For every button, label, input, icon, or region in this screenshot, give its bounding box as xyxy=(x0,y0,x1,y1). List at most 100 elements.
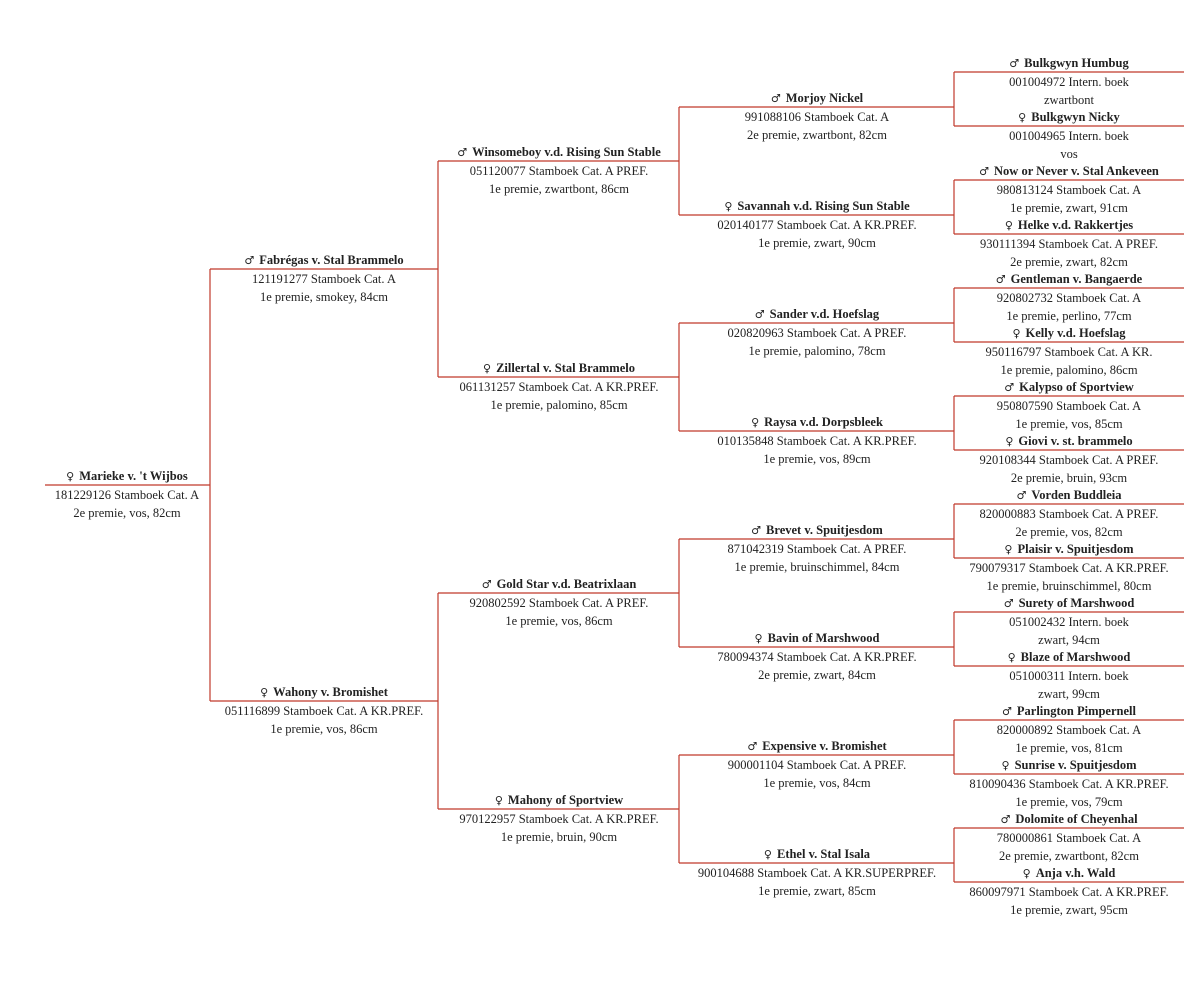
male-symbol-icon: ♂ xyxy=(481,578,492,591)
registration-number: 820000892 Stamboek Cat. A xyxy=(996,723,1142,737)
female-symbol-icon: ♀ xyxy=(1005,435,1014,448)
female-symbol-icon: ♀ xyxy=(763,848,772,861)
horse-details: 1e premie, palomino, 78cm xyxy=(748,344,886,358)
horse-name-line: ♀ Kelly v.d. Hoefslag xyxy=(919,324,1200,343)
registration-number: 051116899 Stamboek Cat. A KR.PREF. xyxy=(224,704,424,718)
female-symbol-icon: ♀ xyxy=(754,632,763,645)
horse-name: Bavin of Marshwood xyxy=(767,631,880,645)
horse-details: 1e premie, vos, 86cm xyxy=(270,722,378,736)
male-symbol-icon: ♂ xyxy=(979,165,990,178)
horse-name: Marieke v. 't Wijbos xyxy=(79,469,188,483)
horse-entry: ♀ Savannah v.d. Rising Sun Stable 02014017… xyxy=(667,197,967,252)
female-symbol-icon: ♀ xyxy=(1001,759,1010,772)
registration-number: 001004972 Intern. boek xyxy=(1009,75,1129,89)
male-symbol-icon: ♂ xyxy=(1003,597,1014,610)
horse-entry: ♂ Bulkgwyn Humbug 001004972 Intern. boek zw… xyxy=(919,54,1200,109)
horse-details: 2e premie, zwartbont, 82cm xyxy=(747,128,887,142)
horse-name-line: ♀ Sunrise v. Spuitjesdom xyxy=(919,756,1200,775)
horse-name-line: ♀Bulkgwyn Nicky xyxy=(919,108,1200,127)
horse-name-line: ♂Gold Star v.d. Beatrixlaan xyxy=(409,575,709,594)
horse-details: 1e premie, zwartbont, 86cm xyxy=(489,182,629,196)
horse-name-line: ♂ Bulkgwyn Humbug xyxy=(919,54,1200,73)
horse-name: Sunrise v. Spuitjesdom xyxy=(1014,758,1137,772)
horse-details: 2e premie, zwart, 82cm xyxy=(1010,255,1128,269)
male-symbol-icon: ♂ xyxy=(1000,813,1011,826)
male-symbol-icon: ♂ xyxy=(1009,57,1020,70)
horse-name-line: ♀Anja v.h. Wald xyxy=(919,864,1200,883)
female-symbol-icon: ♀ xyxy=(1004,543,1013,556)
horse-name-line: ♂Expensive v. Bromishet xyxy=(667,737,967,756)
registration-number: 051002432 Intern. boek xyxy=(1009,615,1129,629)
horse-name-line: ♀ Savannah v.d. Rising Sun Stable xyxy=(667,197,967,216)
registration-number: 121191277 Stamboek Cat. A xyxy=(252,272,396,286)
horse-name: Savannah v.d. Rising Sun Stable xyxy=(737,199,910,213)
horse-name: Ethel v. Stal Isala xyxy=(776,847,871,861)
horse-name: Blaze of Marshwood xyxy=(1020,650,1131,664)
horse-entry: ♂Vorden Buddleia 820000883 Stamboek Cat. … xyxy=(919,486,1200,541)
registration-number: 980813124 Stamboek Cat. A xyxy=(996,183,1142,197)
registration-number: 051000311 Intern. boek xyxy=(1009,669,1129,683)
horse-name: Giovi v. st. brammelo xyxy=(1018,434,1133,448)
registration-number: 820000883 Stamboek Cat. A PREF. xyxy=(979,507,1159,521)
horse-name-line: ♂Winsomeboy v.d. Rising Sun Stable xyxy=(409,143,709,162)
horse-name: Helke v.d. Rakkertjes xyxy=(1017,218,1134,232)
horse-name: Vorden Buddleia xyxy=(1031,488,1122,502)
horse-details: 1e premie, vos, 86cm xyxy=(505,614,613,628)
horse-name: Sander v.d. Hoefslag xyxy=(769,307,880,321)
horse-name: Morjoy Nickel xyxy=(785,91,864,105)
horse-name-line: ♂Surety of Marshwood xyxy=(919,594,1200,613)
male-symbol-icon: ♂ xyxy=(751,524,762,537)
horse-name-line: ♂Parlington Pimpernell xyxy=(919,702,1200,721)
horse-name: Anja v.h. Wald xyxy=(1035,866,1116,880)
horse-name-line: ♂Fabrégas v. Stal Brammelo xyxy=(174,251,474,270)
female-symbol-icon: ♀ xyxy=(1012,327,1021,340)
horse-details: 1e premie, perlino, 77cm xyxy=(1006,309,1132,323)
horse-name-line: ♂Brevet v. Spuitjesdom xyxy=(667,521,967,540)
male-symbol-icon: ♂ xyxy=(770,92,781,105)
horse-name-line: ♂ Morjoy Nickel xyxy=(667,89,967,108)
horse-details: 2e premie, zwart, 84cm xyxy=(758,668,876,682)
female-symbol-icon: ♀ xyxy=(494,794,503,807)
horse-details: 2e premie, bruin, 93cm xyxy=(1010,471,1128,485)
male-symbol-icon: ♂ xyxy=(1002,705,1012,718)
horse-details: 1e premie, vos, 89cm xyxy=(763,452,871,466)
horse-name-line: ♀Mahony of Sportview xyxy=(409,791,709,810)
registration-number: 020820963 Stamboek Cat. A PREF. xyxy=(727,326,907,340)
horse-name-line: ♀ Giovi v. st. brammelo xyxy=(919,432,1200,451)
horse-details: zwartbont xyxy=(1044,93,1094,107)
registration-number: 020140177 Stamboek Cat. A KR.PREF. xyxy=(717,218,917,232)
horse-name-line: ♂Vorden Buddleia xyxy=(919,486,1200,505)
horse-details: 1e premie, vos, 79cm xyxy=(1015,795,1123,809)
registration-number: 810090436 Stamboek Cat. A KR.PREF. xyxy=(969,777,1169,791)
horse-entry: ♀ Ethel v. Stal Isala 900104688 Stamboek C… xyxy=(667,845,967,900)
female-symbol-icon: ♀ xyxy=(260,686,269,699)
horse-details: 1e premie, bruinschimmel, 84cm xyxy=(734,560,900,574)
horse-details: 2e premie, zwartbont, 82cm xyxy=(999,849,1139,863)
horse-name-line: ♀Wahony v. Bromishet xyxy=(174,683,474,702)
horse-name: Raysa v.d. Dorpsbleek xyxy=(764,415,883,429)
horse-name: Kelly v.d. Hoefslag xyxy=(1025,326,1126,340)
horse-entry: ♂Parlington Pimpernell 820000892 Stamboek… xyxy=(919,702,1200,757)
horse-name: Bulkgwyn Humbug xyxy=(1024,56,1129,70)
registration-number: 900104688 Stamboek Cat. A KR.SUPERPREF. xyxy=(697,866,937,880)
registration-number: 181229126 Stamboek Cat. A xyxy=(54,488,200,502)
horse-details: 1e premie, bruin, 90cm xyxy=(500,830,618,844)
horse-name: Fabrégas v. Stal Brammelo xyxy=(259,253,404,267)
horse-name-line: ♂Gentleman v. Bangaerde xyxy=(919,270,1200,289)
horse-name-line: ♀Helke v.d. Rakkertjes xyxy=(919,216,1200,235)
horse-entry: ♀Wahony v. Bromishet 051116899 Stamboek C… xyxy=(174,683,474,738)
female-symbol-icon: ♀ xyxy=(724,200,733,213)
horse-details: 1e premie, zwart, 85cm xyxy=(758,884,876,898)
